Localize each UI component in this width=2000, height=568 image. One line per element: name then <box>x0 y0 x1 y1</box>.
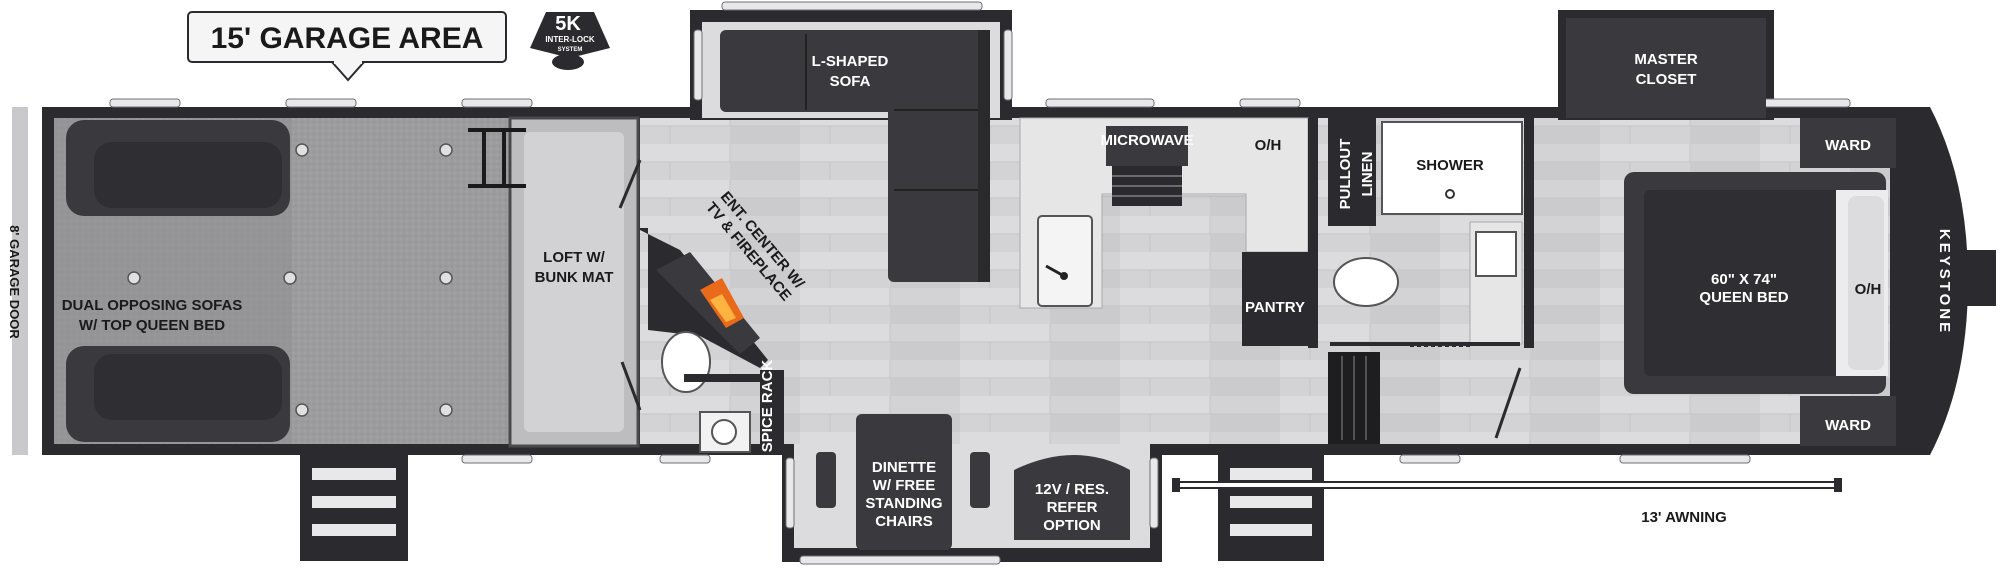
bath-wall-left <box>1308 118 1318 348</box>
garage-area-callout: 15' GARAGE AREA <box>187 11 507 82</box>
pantry <box>1242 252 1308 346</box>
svg-text:W/ TOP QUEEN BED: W/ TOP QUEEN BED <box>79 317 225 334</box>
svg-text:BUNK MAT: BUNK MAT <box>535 269 614 286</box>
svg-text:12V / RES.: 12V / RES. <box>1035 481 1109 498</box>
garage-steps <box>300 455 408 561</box>
loft-label: LOFT W/ BUNK MAT <box>535 249 614 286</box>
svg-text:DUAL OPPOSING SOFAS: DUAL OPPOSING SOFAS <box>62 297 243 314</box>
door-swings <box>618 159 1522 439</box>
refrigerator <box>1014 455 1130 540</box>
master-closet-label: MASTER CLOSET <box>1634 51 1698 88</box>
svg-text:SPICE RACK: SPICE RACK <box>759 360 776 453</box>
svg-text:OPTION: OPTION <box>1043 517 1101 534</box>
brand-label: KEYSTONE <box>1936 229 1953 335</box>
svg-text:O/H: O/H <box>1855 281 1882 298</box>
l-sofa-label: L-SHAPED SOFA <box>812 53 889 90</box>
queen-bed-label: 60" X 74" QUEEN BED <box>1699 271 1788 306</box>
master-closet <box>1566 18 1766 118</box>
wardrobe-top <box>1800 118 1896 168</box>
svg-text:MASTER: MASTER <box>1634 51 1698 68</box>
svg-text:QUEEN BED: QUEEN BED <box>1699 289 1788 306</box>
rear-bumper <box>12 107 28 455</box>
garage-sofa-bottom <box>66 346 290 442</box>
dinette-label: DINETTE W/ FREE STANDING CHAIRS <box>865 459 942 530</box>
microwave-range <box>1106 126 1188 206</box>
loft-ladder <box>468 128 526 188</box>
svg-text:SHOWER: SHOWER <box>1416 157 1484 174</box>
svg-text:STANDING: STANDING <box>865 495 942 512</box>
shower <box>1381 121 1523 215</box>
svg-text:WARD: WARD <box>1825 417 1871 434</box>
queen-bed <box>1624 172 1888 394</box>
awning-label: 13' AWNING <box>1641 509 1727 526</box>
l-shaped-sofa <box>720 30 990 282</box>
hitch-pin <box>1962 250 1996 306</box>
shower-drain <box>1445 189 1455 199</box>
spice-rack <box>760 370 784 452</box>
garage-sofa-label: DUAL OPPOSING SOFAS W/ TOP QUEEN BED <box>62 297 243 334</box>
toilet-half-bath <box>661 331 711 393</box>
svg-text:CHAIRS: CHAIRS <box>875 513 933 530</box>
dinette <box>816 414 990 550</box>
interlock-badge: 5K INTER-LOCK SYSTEM <box>530 12 610 70</box>
svg-text:WARD: WARD <box>1825 137 1871 154</box>
svg-text:PANTRY: PANTRY <box>1245 299 1305 316</box>
svg-text:O/H: O/H <box>1255 137 1282 154</box>
tie-down-rings <box>127 143 453 417</box>
svg-text:60" X 74": 60" X 74" <box>1711 271 1777 288</box>
svg-text:SYSTEM: SYSTEM <box>558 47 583 53</box>
svg-text:PULLOUT: PULLOUT <box>1337 139 1354 210</box>
svg-text:DINETTE: DINETTE <box>872 459 936 476</box>
wardrobe-bottom <box>1800 396 1896 446</box>
garage-sofa-top <box>66 120 290 216</box>
svg-text:SOFA: SOFA <box>830 73 871 90</box>
svg-text:15' GARAGE AREA: 15' GARAGE AREA <box>211 22 484 55</box>
svg-text:W/ FREE: W/ FREE <box>873 477 936 494</box>
awning <box>1172 478 1842 492</box>
half-bath-wall <box>684 374 764 382</box>
svg-text:CLOSET: CLOSET <box>1636 71 1697 88</box>
pullout-linen <box>1328 118 1376 226</box>
svg-text:LINEN: LINEN <box>1359 152 1376 197</box>
entry-steps <box>1218 455 1324 561</box>
svg-text:L-SHAPED: L-SHAPED <box>812 53 889 70</box>
kitchen-sink <box>1037 215 1093 307</box>
svg-text:INTER-LOCK: INTER-LOCK <box>545 35 595 44</box>
svg-text:5K: 5K <box>555 13 581 35</box>
garage-door-label: 8' GARAGE DOOR <box>7 225 22 339</box>
svg-text:MICROWAVE: MICROWAVE <box>1100 132 1193 149</box>
entertainment-center <box>640 228 768 368</box>
toilet-master-bath <box>1333 257 1399 307</box>
svg-text:REFER: REFER <box>1047 499 1098 516</box>
refer-label: 12V / RES. REFER OPTION <box>1035 481 1109 534</box>
front-cap <box>1900 107 1968 455</box>
svg-text:LOFT W/: LOFT W/ <box>543 249 605 266</box>
